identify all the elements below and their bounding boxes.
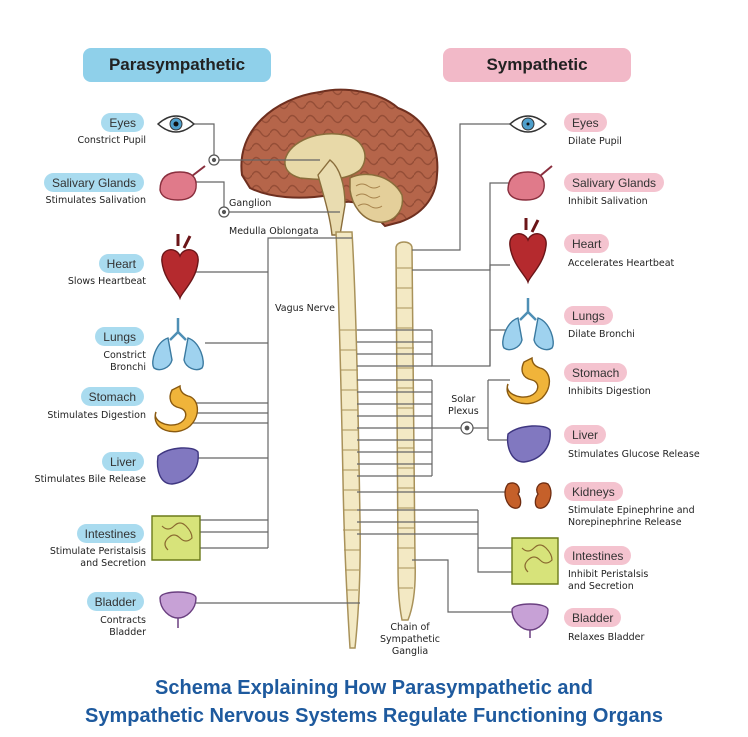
spinal-cord	[336, 232, 360, 648]
para-salivary-label: Salivary Glands	[44, 173, 144, 192]
heart-icon	[510, 218, 546, 282]
para-bladder-label: Bladder	[87, 592, 144, 611]
sympathetic-header: Sympathetic	[443, 48, 631, 82]
symp-stomach-desc: Inhibits Digestion	[568, 386, 651, 398]
bladder-icon	[512, 604, 548, 638]
para-lungs-label: Lungs	[95, 327, 144, 346]
intestines-icon	[512, 538, 558, 584]
symp-eyes-label: Eyes	[564, 113, 607, 132]
para-heart-label: Heart	[99, 254, 144, 273]
para-stomach-desc: Stimulates Digestion	[47, 410, 146, 422]
para-heart-desc: Slows Heartbeat	[68, 276, 146, 288]
brain-illustration	[241, 90, 437, 235]
symp-eyes-desc: Dilate Pupil	[568, 136, 622, 148]
para-salivary-desc: Stimulates Salivation	[46, 195, 146, 207]
kidneys-icon	[505, 483, 551, 508]
vagus-nerve-label: Vagus Nerve	[275, 303, 335, 315]
symp-heart-desc: Accelerates Heartbeat	[568, 258, 674, 270]
eye-icon	[158, 116, 194, 132]
symp-heart-label: Heart	[564, 234, 609, 253]
para-eyes-desc: Constrict Pupil	[77, 135, 146, 147]
symp-bladder-label: Bladder	[564, 608, 621, 627]
stomach-icon	[507, 358, 549, 404]
heart-icon	[162, 234, 198, 298]
symp-intestines-label: Intestines	[564, 546, 631, 565]
symp-kidneys-label: Kidneys	[564, 482, 623, 501]
symp-bladder-desc: Relaxes Bladder	[568, 632, 644, 644]
para-eyes-label: Eyes	[101, 113, 144, 132]
para-stomach-label: Stomach	[81, 387, 144, 406]
para-liver-desc: Stimulates Bile Release	[35, 474, 146, 486]
salivary-gland-icon	[508, 166, 552, 200]
bladder-icon	[160, 592, 196, 628]
symp-lungs-desc: Dilate Bronchi	[568, 329, 635, 341]
diagram-caption: Schema Explaining How Parasympathetic an…	[0, 674, 748, 730]
liver-icon	[508, 426, 551, 462]
symp-salivary-desc: Inhibit Salivation	[568, 196, 648, 208]
stomach-icon	[155, 386, 197, 432]
symp-salivary-label: Salivary Glands	[564, 173, 664, 192]
symp-lungs-label: Lungs	[564, 306, 613, 325]
ganglion-label: Ganglion	[229, 198, 271, 210]
lungs-icon	[503, 298, 553, 350]
parasympathetic-header: Parasympathetic	[83, 48, 271, 82]
intestines-icon	[152, 516, 200, 560]
salivary-gland-icon	[160, 166, 205, 200]
liver-icon	[158, 448, 199, 484]
para-liver-label: Liver	[102, 452, 144, 471]
sympathetic-chain	[396, 242, 415, 620]
symp-liver-desc: Stimulates Glucose Release	[568, 449, 700, 461]
para-intestines-label: Intestines	[77, 524, 144, 543]
symp-liver-label: Liver	[564, 425, 606, 444]
symp-stomach-label: Stomach	[564, 363, 627, 382]
medulla-oblongata-label: Medulla Oblongata	[229, 226, 319, 238]
eye-icon	[510, 116, 546, 132]
lungs-icon	[153, 318, 203, 370]
